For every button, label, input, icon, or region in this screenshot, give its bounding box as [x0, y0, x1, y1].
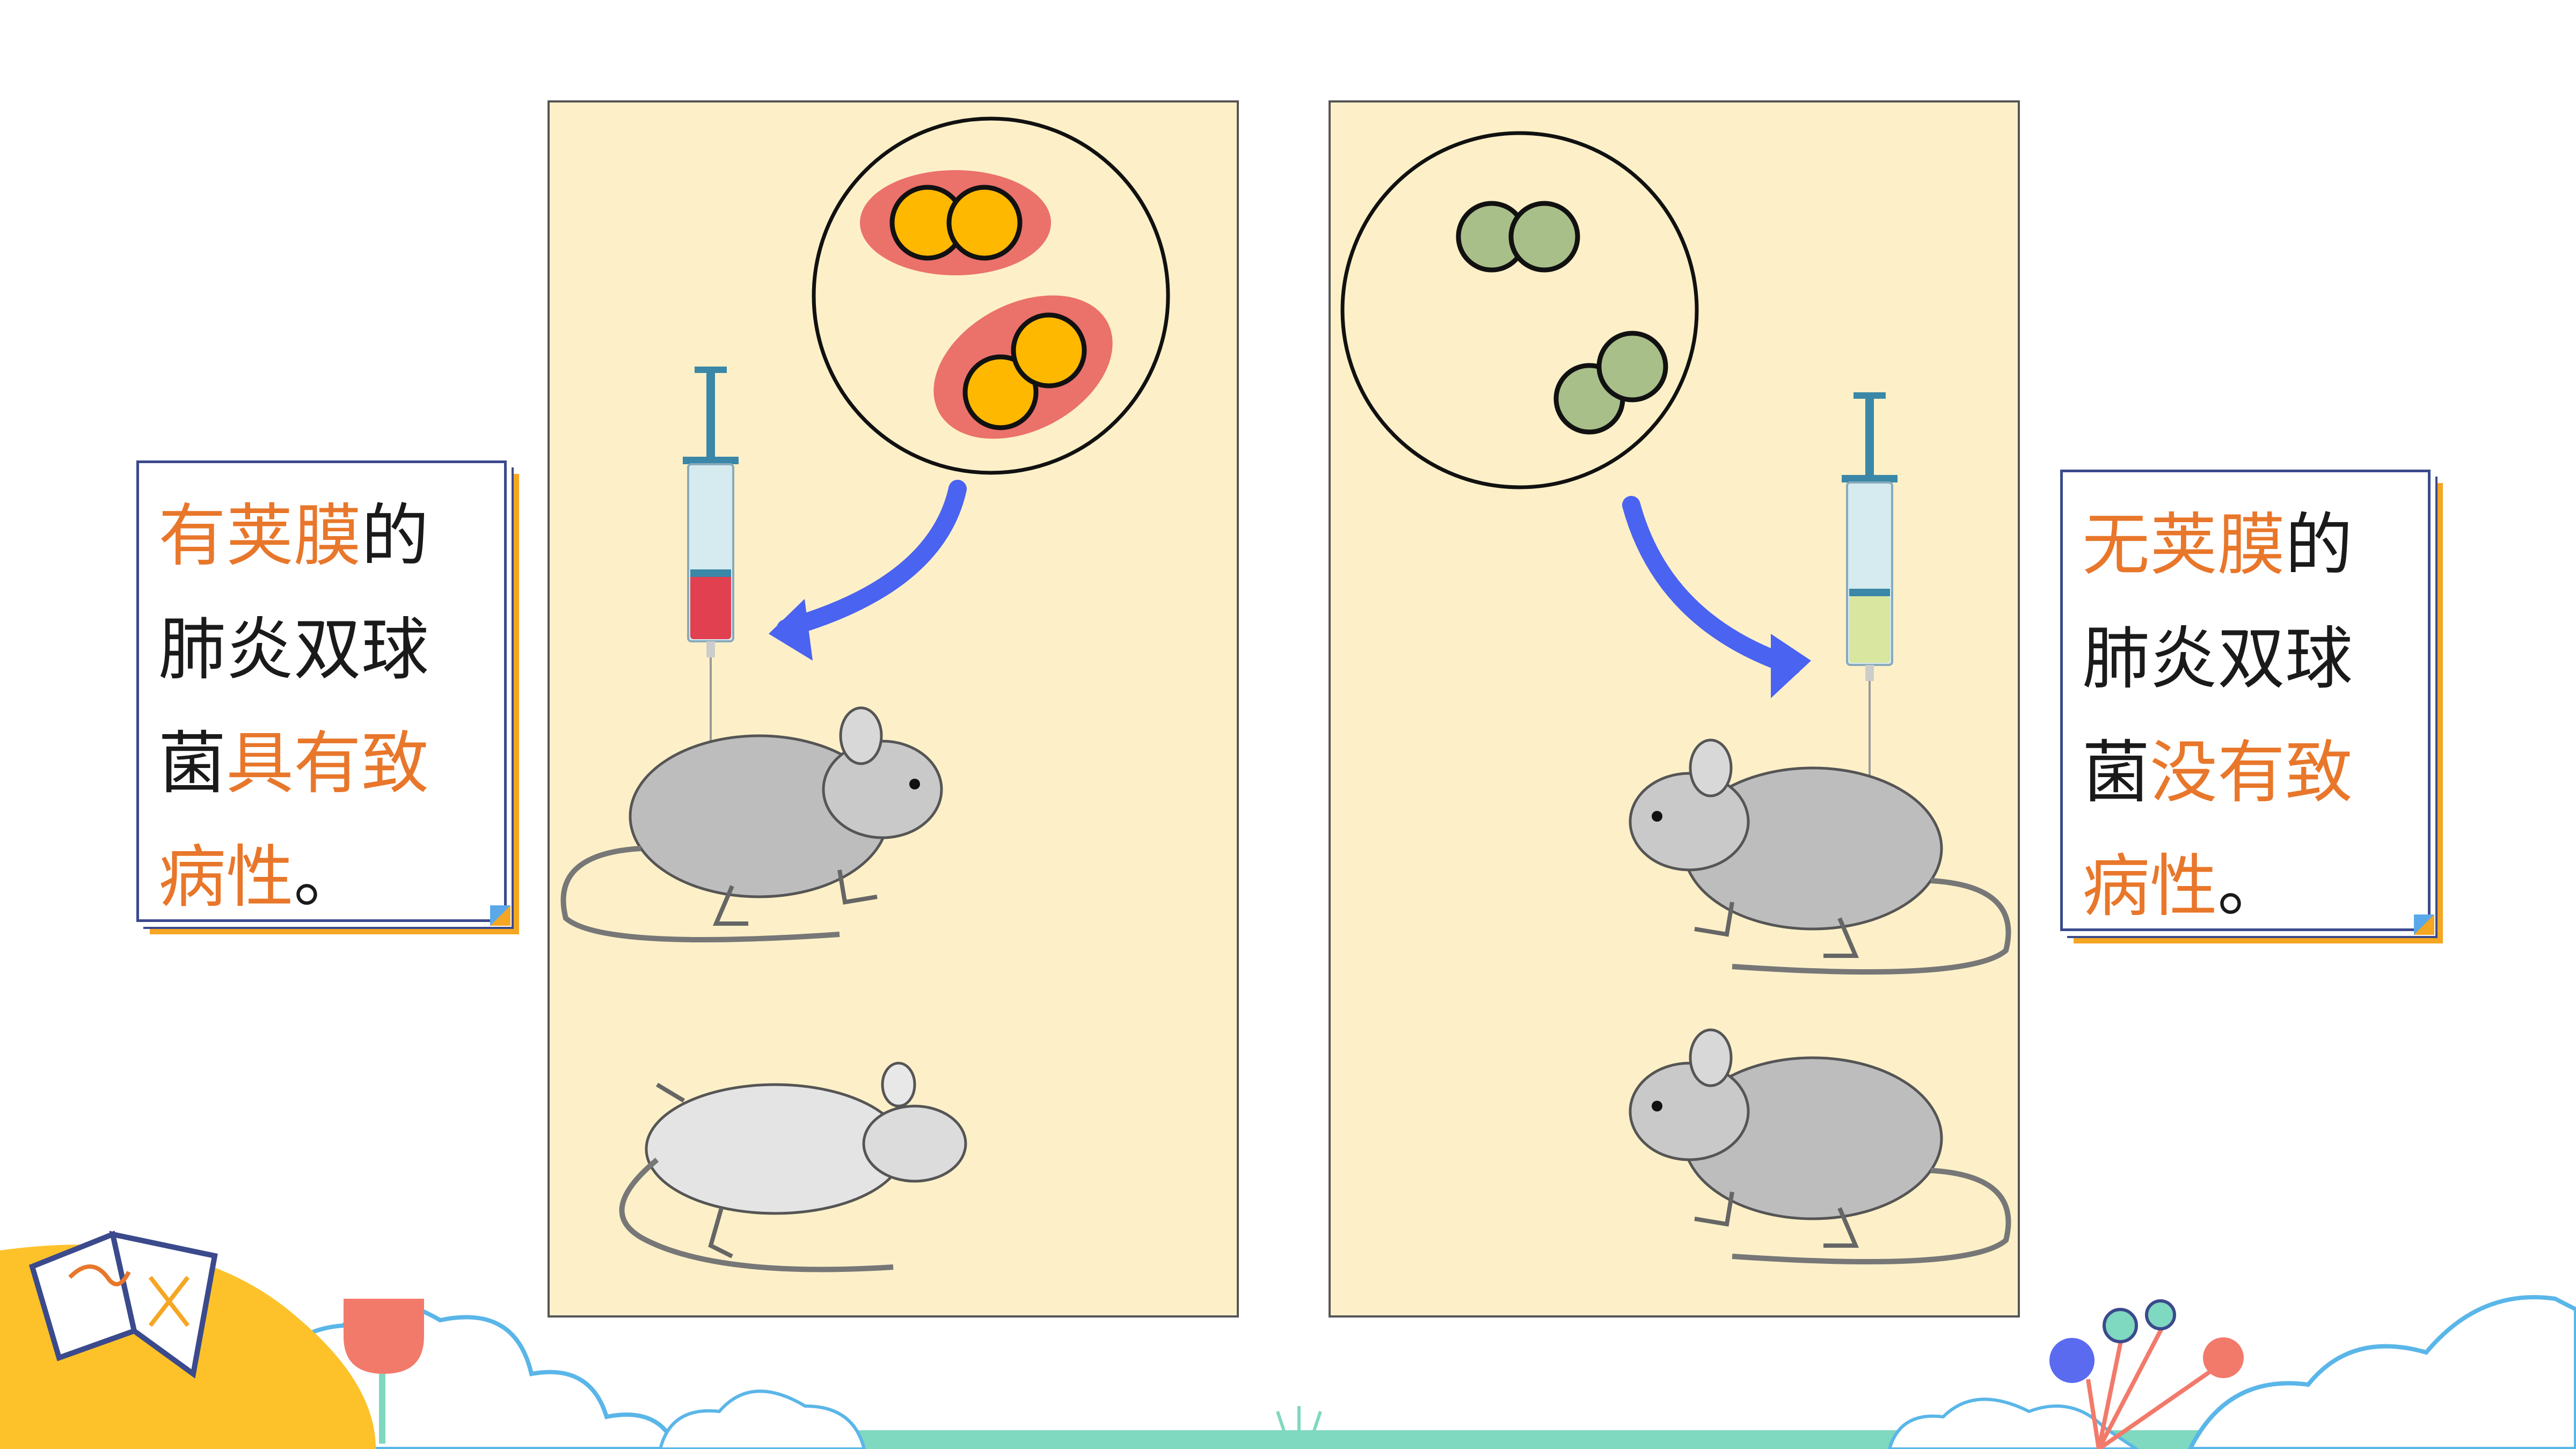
note-line: 病性。: [158, 821, 488, 934]
ground-strip: [0, 1430, 2576, 1449]
highlight-text: 有荚膜: [158, 496, 361, 575]
panel-capsulated-experiment: [548, 100, 1239, 1318]
highlight-text: 病性: [158, 838, 294, 917]
noncapsulated-illustration: [1340, 131, 2011, 1264]
arrow-to-syringe: [1622, 496, 1811, 698]
highlight-text: 具有致: [226, 724, 429, 803]
note-line: 菌没有致: [2082, 716, 2412, 830]
capsulated-diplococcus-2: [933, 295, 1113, 439]
flower-icon: [344, 1299, 424, 1444]
grass-icon: [1276, 1406, 1322, 1444]
note-corner-decoration: [490, 905, 510, 926]
note-line: 病性。: [2082, 830, 2412, 943]
note-line: 肺炎双球: [2082, 602, 2412, 716]
normal-text: 的: [361, 496, 429, 575]
syringe-noncapsulated: [1842, 392, 1898, 779]
normal-text: 菌: [158, 724, 226, 803]
plain-diplococcus-1: [1456, 201, 1580, 273]
normal-text: 肺炎双球: [2082, 619, 2353, 698]
note-line: 菌具有致: [158, 707, 488, 821]
highlight-text: 无荚膜: [2082, 506, 2285, 584]
capsulated-illustration: [560, 116, 1170, 1272]
magnified-bacteria-circle: [1340, 131, 1699, 489]
arrow-to-syringe: [769, 480, 967, 661]
mouse-lower-dead: [619, 1062, 967, 1272]
highlight-text: 病性: [2082, 847, 2217, 926]
note-corner-decoration: [2414, 914, 2434, 935]
plain-diplococcus-2: [1553, 331, 1668, 435]
magnified-bacteria-circle: [812, 116, 1170, 475]
normal-text: 菌: [2082, 733, 2150, 812]
note-noncapsulated: 无荚膜的 肺炎双球 菌没有致 病性。: [2060, 470, 2434, 935]
normal-text: 肺炎双球: [158, 610, 429, 689]
note-capsulated: 有荚膜的 肺炎双球 菌具有致 病性。: [136, 460, 510, 926]
book-icon: [0, 1231, 376, 1449]
panel-noncapsulated-experiment: [1329, 100, 2020, 1318]
normal-text: 的: [2285, 506, 2353, 584]
mouse-upper: [1629, 738, 2011, 975]
mouse-lower: [1629, 1028, 2011, 1264]
cloud-right: [1887, 1295, 2576, 1449]
mouse-upper: [560, 706, 943, 942]
capsulated-diplococcus-1: [860, 170, 1051, 275]
note-line: 有荚膜的: [158, 479, 488, 593]
cloud-left: [250, 1300, 866, 1449]
highlight-text: 没有致: [2150, 733, 2353, 812]
normal-text: 。: [294, 838, 361, 917]
normal-text: 。: [2217, 847, 2285, 926]
note-line: 无荚膜的: [2082, 488, 2412, 602]
note-line: 肺炎双球: [158, 593, 488, 707]
tree-icon: [2049, 1299, 2244, 1449]
syringe-capsulated: [683, 367, 739, 752]
